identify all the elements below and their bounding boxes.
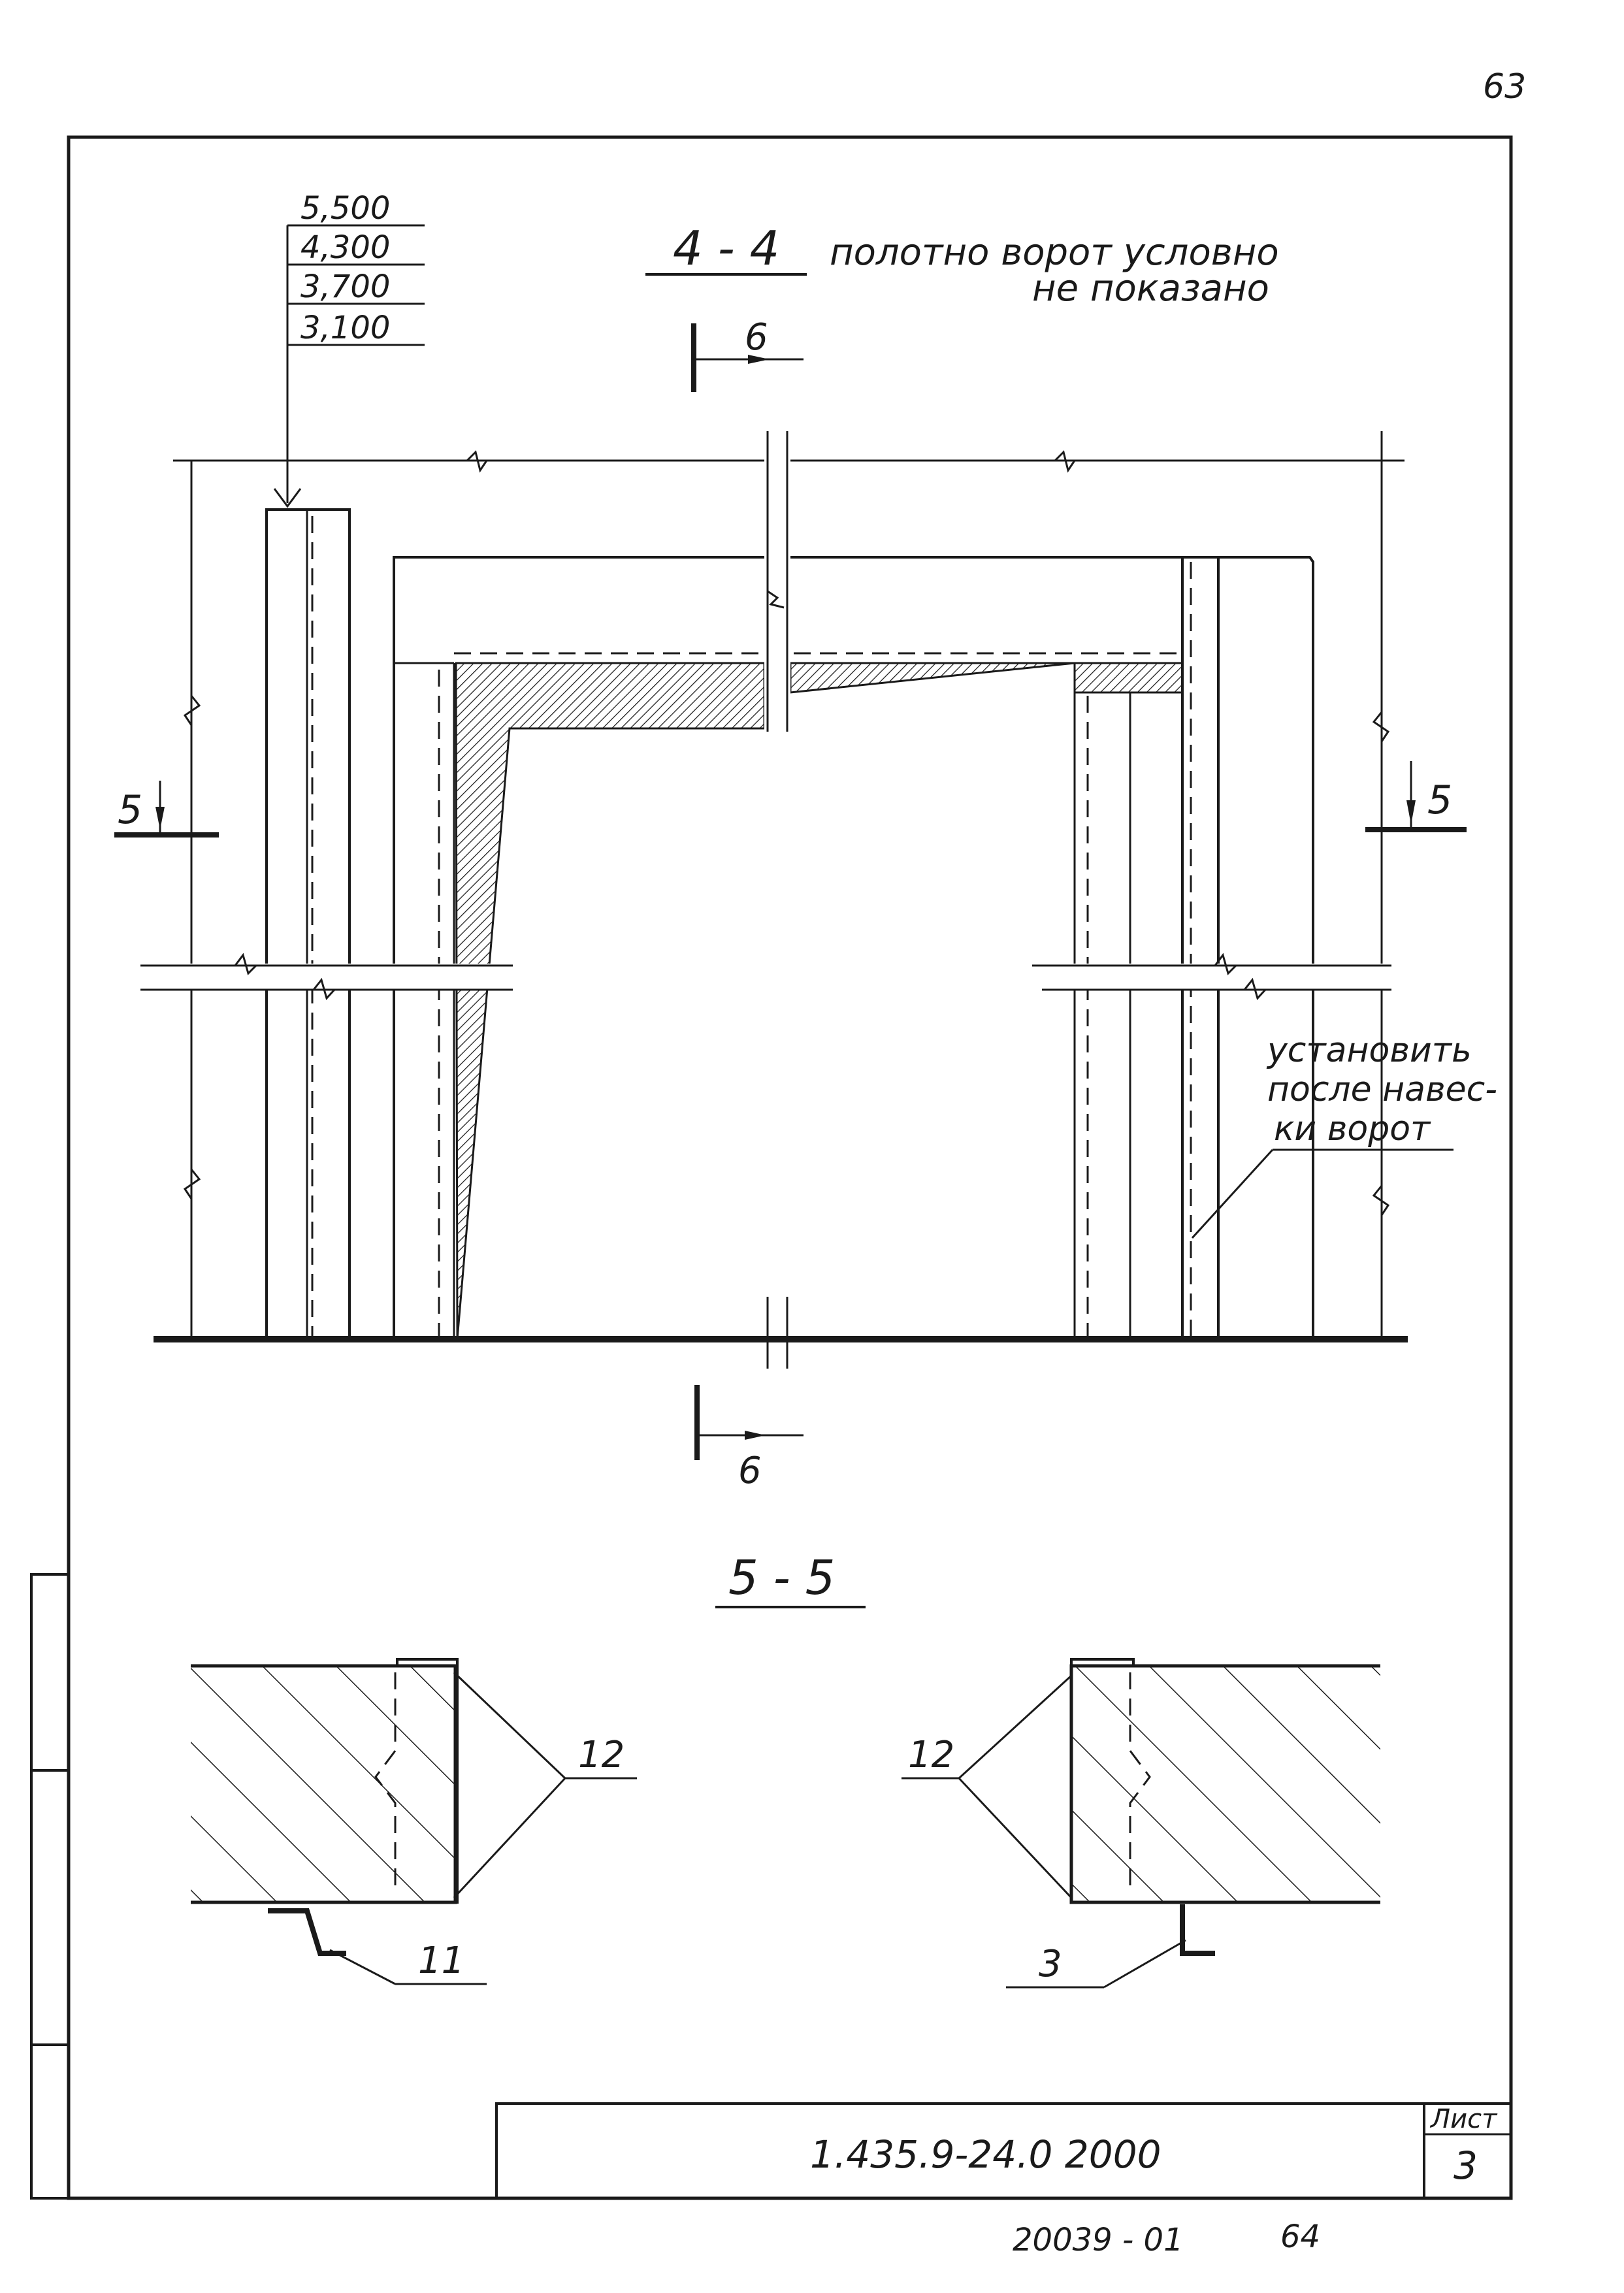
elevation-label: 3,700 — [300, 268, 390, 305]
elevation-label: 5,500 — [300, 190, 390, 227]
section-4-4-elevation — [140, 431, 1408, 1369]
cut-mark-5-left: 5 — [114, 781, 219, 838]
drawing-designation: 1.435.9-24.0 2000 — [810, 2132, 1161, 2177]
callout-number: 12 — [578, 1734, 625, 1776]
cut-label: 6 — [738, 1450, 762, 1492]
section-5-5-right-detail: 12 3 — [901, 1658, 1380, 1989]
cut-mark-5-right: 5 — [1365, 761, 1467, 832]
sheet-number: 3 — [1453, 2143, 1478, 2188]
install-note-line: ки ворот — [1274, 1109, 1431, 1148]
bottom-number: 64 — [1280, 2219, 1320, 2255]
page-number: 63 — [1483, 67, 1526, 106]
section-5-5-title: 5 - 5 — [728, 1550, 835, 1605]
section-4-4-title: 4 - 4 — [673, 221, 779, 276]
section-4-4-note-line1: полотно ворот условно — [830, 231, 1279, 274]
install-note-line: установить — [1266, 1031, 1472, 1070]
title-block: 1.435.9-24.0 2000 Лист 3 — [495, 2102, 1512, 2200]
cut-mark-6-top: 6 — [691, 316, 804, 392]
section-4-4-header: 4 - 4 полотно ворот условно не показано — [645, 221, 1279, 310]
install-note-line: после навес- — [1267, 1070, 1497, 1109]
callout-number: 12 — [908, 1734, 954, 1776]
cut-mark-6-bottom: 6 — [694, 1385, 804, 1492]
elevation-label: 3,100 — [300, 310, 390, 346]
sheet-label: Лист — [1429, 2104, 1498, 2134]
callout-number: 3 — [1039, 1943, 1062, 1985]
section-4-4-note-line2: не показано — [1032, 267, 1269, 310]
cut-label: 6 — [745, 316, 768, 359]
elevation-marks: 5,500 4,300 3,700 3,100 — [273, 190, 425, 508]
cut-label: 5 — [1427, 777, 1452, 823]
bottom-code: 20039 - 01 — [1013, 2222, 1184, 2258]
section-5-5-left-detail: 12 11 — [191, 1658, 637, 1985]
install-note: установить после навес- ки ворот — [1191, 1031, 1497, 1239]
elevation-label: 4,300 — [300, 229, 390, 266]
callout-number: 11 — [418, 1940, 464, 1982]
cut-label: 5 — [118, 787, 142, 833]
